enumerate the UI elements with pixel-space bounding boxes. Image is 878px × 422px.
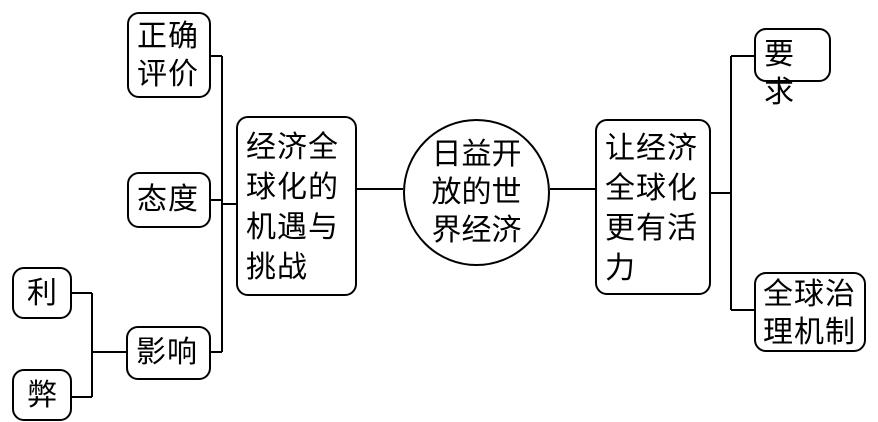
node-global-governance: 全球治理机制	[754, 272, 866, 352]
node-disadvantage: 弊	[12, 369, 72, 421]
node-impact: 影响	[126, 326, 211, 380]
node-advantage: 利	[12, 267, 72, 319]
node-open-world-economy: 日益开放的世界经济	[403, 119, 550, 266]
node-more-vibrant-globalization: 让经济全球化更有活力	[595, 119, 711, 295]
node-attitude: 态度	[127, 172, 211, 228]
node-correct-evaluation: 正确评价	[127, 12, 211, 98]
node-requirement: 要求	[754, 28, 831, 110]
center-label: 日益开放的世界经济	[431, 136, 522, 248]
node-globalization-opportunities: 经济全球化的机遇与挑战	[236, 116, 357, 296]
